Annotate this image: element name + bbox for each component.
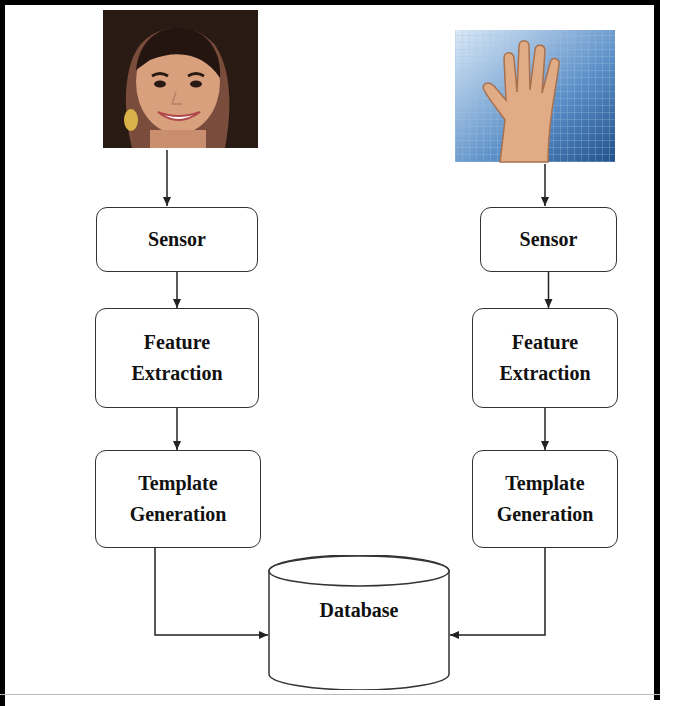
- flow-arrow: [176, 408, 178, 450]
- hand-photo: [455, 30, 615, 162]
- process-box: Sensor: [480, 207, 617, 272]
- input-arrow: [167, 150, 545, 206]
- cylinder-outline: [268, 555, 450, 690]
- face-photo: [103, 10, 258, 148]
- box-label: Feature Extraction: [106, 327, 248, 389]
- box-label: Feature Extraction: [483, 327, 607, 389]
- flow-arrow: [544, 408, 546, 450]
- box-label: Database: [320, 595, 399, 626]
- database-cylinder: Database: [268, 555, 450, 690]
- box-label: Sensor: [520, 224, 578, 255]
- process-box: Feature Extraction: [95, 308, 259, 408]
- box-label: Template Generation: [106, 468, 250, 530]
- box-label: Sensor: [148, 224, 206, 255]
- frame: [0, 0, 660, 706]
- process-box: Template Generation: [95, 450, 261, 548]
- box-label: Template Generation: [483, 468, 607, 530]
- flow-arrow: [176, 272, 178, 308]
- process-box: Sensor: [96, 207, 258, 272]
- process-box: Template Generation: [472, 450, 618, 548]
- flow-arrow: [450, 548, 545, 635]
- flow-arrow: [548, 272, 550, 308]
- process-box: Feature Extraction: [472, 308, 618, 408]
- flow-arrow: [155, 548, 268, 635]
